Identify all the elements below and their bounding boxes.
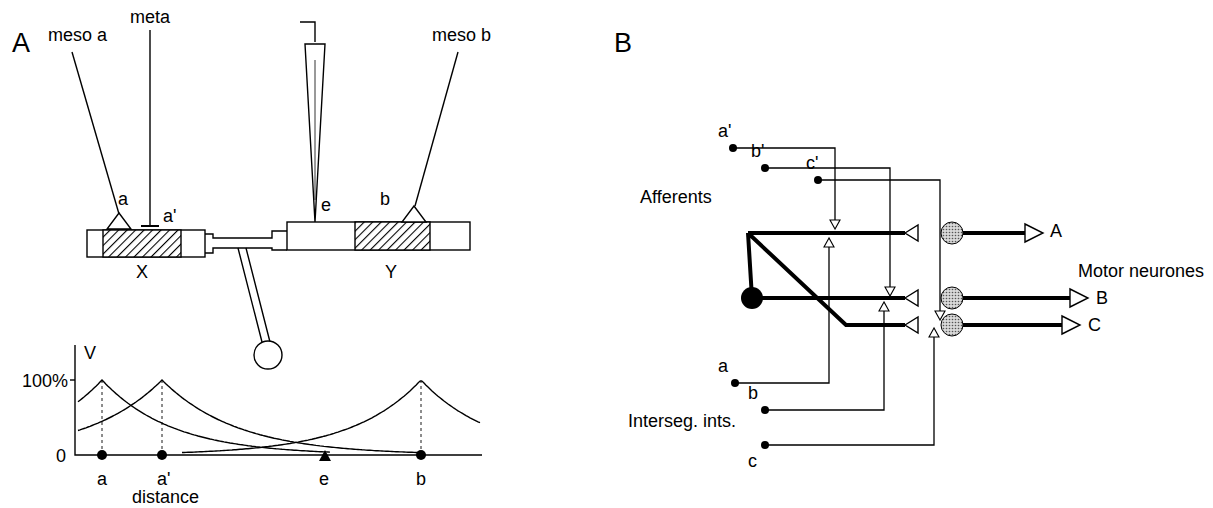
axis-tick: 100% xyxy=(22,372,68,390)
panel-letter: B xyxy=(614,30,632,57)
panel-letter: A xyxy=(12,30,30,57)
neuron-drawing xyxy=(70,22,482,455)
site-label: a' xyxy=(163,207,176,225)
neuron-label: b xyxy=(748,384,758,402)
neuron-label: A xyxy=(1050,222,1062,240)
axis-label: V xyxy=(84,344,96,362)
neuron-label: b' xyxy=(751,142,764,160)
site-label: a xyxy=(118,190,128,208)
voltage-curve xyxy=(78,380,420,453)
circuit-drawing xyxy=(733,148,1088,445)
region-label: X xyxy=(136,263,148,281)
site-label: b xyxy=(416,470,426,488)
region-label: Y xyxy=(385,263,397,281)
neuron-label: C xyxy=(1088,316,1101,334)
site-label: a' xyxy=(157,470,170,488)
electrode-label: meta xyxy=(130,8,170,26)
site-label: e xyxy=(321,196,331,214)
neuron-label: a' xyxy=(718,122,731,140)
graph-markers xyxy=(97,450,426,461)
site-label: e xyxy=(319,470,329,488)
site-label: b xyxy=(380,190,390,208)
voltage-curve xyxy=(182,381,480,452)
group-label: Interseg. ints. xyxy=(628,412,736,430)
site-label: a xyxy=(97,470,107,488)
electrode-label: meso a xyxy=(48,26,107,44)
group-label: Afferents xyxy=(640,188,712,206)
neuron-label: c' xyxy=(806,154,818,172)
neuron-label: B xyxy=(1096,289,1108,307)
axis-tick: 0 xyxy=(56,447,66,465)
circuit-dots xyxy=(729,144,822,449)
axis-label: distance xyxy=(132,488,199,506)
neuron-label: a xyxy=(718,357,728,375)
neuron-label: c xyxy=(748,452,757,470)
electrode-label: meso b xyxy=(432,26,491,44)
group-label: Motor neurones xyxy=(1078,262,1204,280)
